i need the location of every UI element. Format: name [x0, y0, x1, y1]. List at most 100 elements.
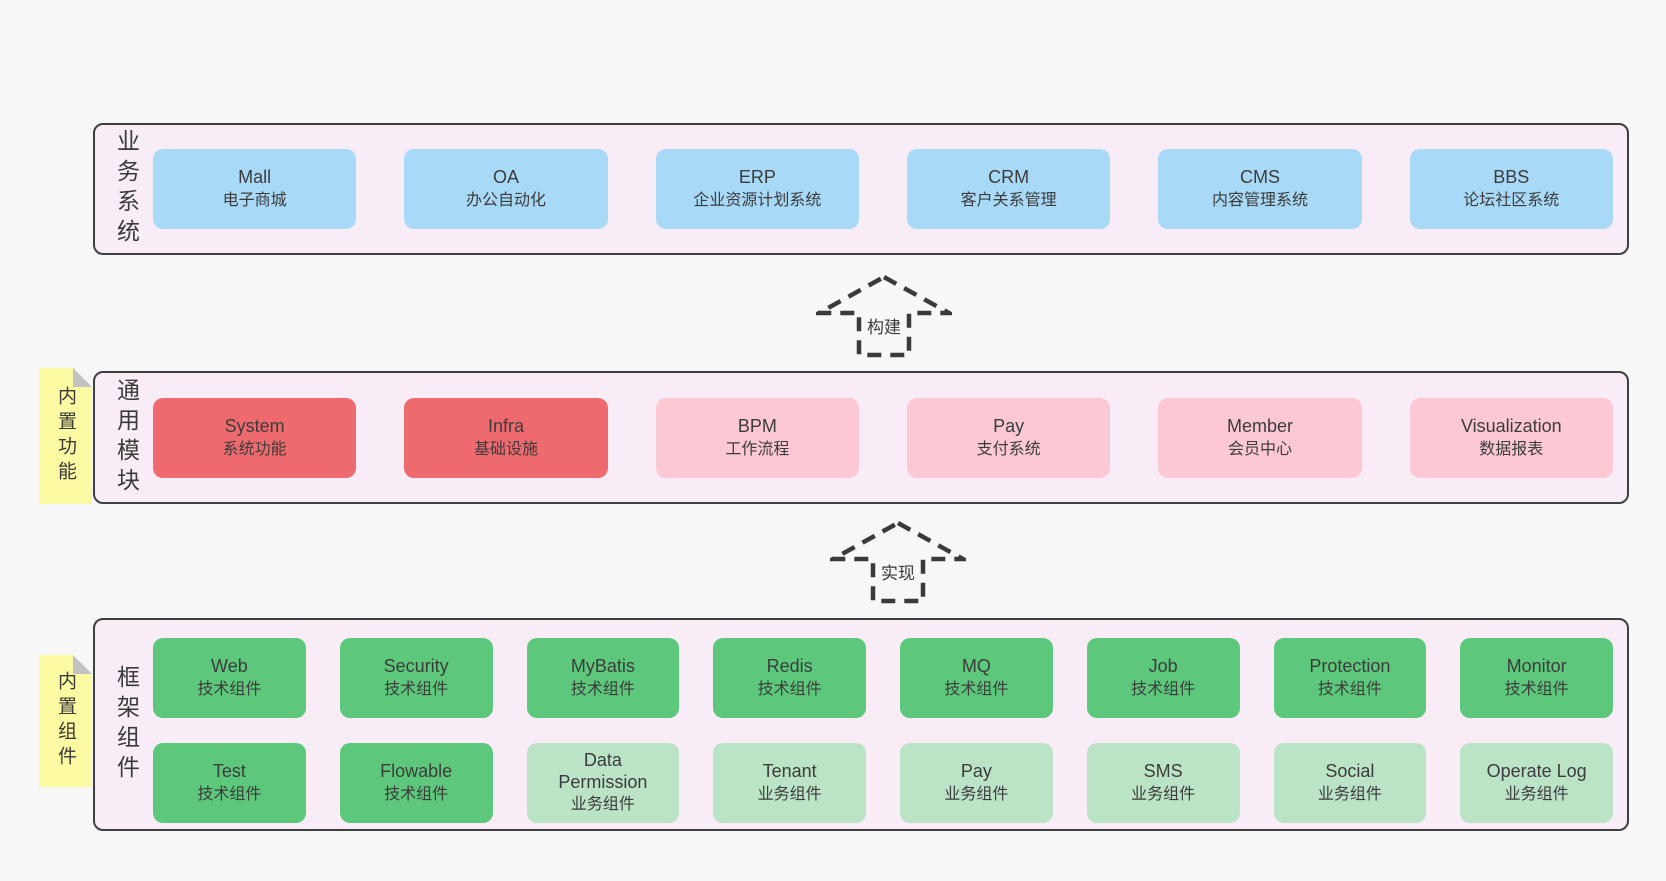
box-web: Web 技术组件	[153, 638, 306, 718]
panel-business-systems: 业务系统 Mall 电子商城 OA 办公自动化 ERP 企业资源计划系统 CRM…	[93, 123, 1629, 255]
sticky-tag-builtin-components: 内置组件	[39, 655, 92, 787]
box-subtitle: 办公自动化	[465, 192, 546, 209]
sticky-tag-label: 内置组件	[55, 671, 76, 771]
box-cms: CMS 内容管理系统	[1158, 149, 1362, 229]
box-title: Mall	[238, 167, 272, 187]
sticky-tag-builtin-features: 内置功能	[39, 368, 92, 504]
box-bbs: BBS 论坛社区系统	[1409, 149, 1613, 229]
box-social: Social 业务组件	[1273, 743, 1427, 823]
box-operate-log: Operate Log 业务组件	[1460, 743, 1613, 823]
box-bpm: BPM 工作流程	[655, 397, 859, 478]
box-subtitle: 技术组件	[197, 786, 262, 803]
box-subtitle: 技术组件	[1131, 681, 1196, 698]
box-title: OA	[492, 167, 519, 187]
box-title: Redis	[766, 656, 813, 676]
box-protection: Protection 技术组件	[1273, 638, 1427, 718]
arrow-implement-label: 实现	[878, 558, 918, 585]
box-title: BPM	[737, 415, 777, 436]
panel-label-common-modules: 通用模块	[113, 377, 140, 498]
box-title: Visualization	[1460, 415, 1562, 436]
box-monitor: Monitor 技术组件	[1460, 638, 1613, 718]
panel-label-framework-components: 框架组件	[113, 664, 140, 785]
box-subtitle: 支付系统	[976, 440, 1041, 458]
panel-framework-components: 框架组件 Web 技术组件 Security 技术组件 MyBatis 技术组件…	[93, 618, 1629, 831]
box-title: Protection	[1309, 656, 1391, 676]
box-subtitle: 内容管理系统	[1211, 192, 1308, 209]
box-pay-module: Pay 支付系统	[906, 397, 1111, 478]
box-crm: CRM 客户关系管理	[906, 149, 1111, 229]
box-data-permission: Data Permission 业务组件	[526, 743, 680, 823]
box-subtitle: 客户关系管理	[960, 192, 1057, 209]
box-erp: ERP 企业资源计划系统	[655, 149, 859, 229]
box-subtitle: 业务组件	[757, 786, 822, 803]
dashed-up-arrow-icon	[816, 274, 952, 358]
box-title: Operate Log	[1486, 761, 1587, 781]
box-title: Security	[383, 656, 449, 676]
box-title: Infra	[487, 415, 524, 436]
box-title: Pay	[993, 415, 1025, 436]
folded-corner-icon	[73, 655, 92, 674]
box-subtitle: 技术组件	[197, 681, 262, 698]
box-subtitle: 技术组件	[944, 681, 1009, 698]
arrow-implement: 实现	[830, 520, 966, 604]
box-subtitle: 业务组件	[570, 796, 635, 813]
box-tenant: Tenant 业务组件	[713, 743, 866, 823]
box-security: Security 技术组件	[339, 638, 493, 718]
folded-corner-icon	[73, 368, 92, 387]
box-subtitle: 企业资源计划系统	[693, 192, 822, 209]
box-subtitle: 技术组件	[1317, 681, 1382, 698]
box-oa: OA 办公自动化	[404, 149, 608, 229]
box-test: Test 技术组件	[153, 743, 306, 823]
box-subtitle: 业务组件	[1131, 786, 1196, 803]
box-title: Flowable	[380, 761, 453, 781]
box-title: Tenant	[762, 761, 817, 781]
box-subtitle: 系统功能	[222, 440, 287, 458]
box-system: System 系统功能	[153, 397, 357, 478]
biz-components-row: Test 技术组件 Flowable 技术组件 Data Permission …	[153, 743, 1613, 823]
box-job: Job 技术组件	[1086, 638, 1240, 718]
box-mall: Mall 电子商城	[153, 149, 357, 229]
box-subtitle: 技术组件	[570, 681, 635, 698]
box-title: MQ	[961, 656, 991, 676]
box-member: Member 会员中心	[1158, 397, 1362, 478]
box-subtitle: 技术组件	[757, 681, 822, 698]
dashed-up-arrow-icon	[830, 520, 966, 604]
box-title: Job	[1148, 656, 1178, 676]
box-subtitle: 电子商城	[222, 192, 287, 209]
box-title: BBS	[1493, 167, 1530, 187]
box-subtitle: 技术组件	[1504, 681, 1569, 698]
box-title: Web	[211, 656, 248, 676]
box-subtitle: 基础设施	[473, 440, 538, 458]
box-mq: MQ 技术组件	[900, 638, 1053, 718]
box-visualization: Visualization 数据报表	[1409, 397, 1613, 478]
box-title: Member	[1226, 415, 1293, 436]
box-subtitle: 业务组件	[1317, 786, 1382, 803]
framework-components-rows: Web 技术组件 Security 技术组件 MyBatis 技术组件 Redi…	[95, 618, 1627, 831]
box-title: Pay	[960, 761, 992, 781]
box-subtitle: 技术组件	[384, 681, 449, 698]
box-title: Monitor	[1506, 656, 1567, 676]
box-title: MyBatis	[570, 656, 635, 676]
sticky-tag-label: 内置功能	[55, 386, 76, 486]
box-subtitle: 业务组件	[1504, 786, 1569, 803]
box-title: CRM	[988, 167, 1030, 187]
box-title: System	[224, 415, 285, 436]
panel-common-modules: 通用模块 System 系统功能 Infra 基础设施 BPM 工作流程 Pay…	[93, 371, 1629, 504]
box-title: CMS	[1239, 167, 1280, 187]
box-mybatis: MyBatis 技术组件	[526, 638, 680, 718]
box-flowable: Flowable 技术组件	[339, 743, 493, 823]
box-title: Social	[1325, 761, 1375, 781]
box-title: SMS	[1143, 761, 1183, 781]
box-infra: Infra 基础设施	[404, 397, 608, 478]
panel-label-business-systems: 业务系统	[113, 129, 140, 249]
business-systems-row: Mall 电子商城 OA 办公自动化 ERP 企业资源计划系统 CRM 客户关系…	[95, 149, 1627, 229]
box-subtitle: 会员中心	[1227, 440, 1292, 458]
box-title: Data Permission	[558, 750, 648, 792]
box-pay-component: Pay 业务组件	[900, 743, 1053, 823]
box-redis: Redis 技术组件	[713, 638, 866, 718]
box-subtitle: 业务组件	[944, 786, 1009, 803]
box-subtitle: 工作流程	[725, 440, 790, 458]
arrow-build-label: 构建	[864, 312, 904, 339]
tech-components-row: Web 技术组件 Security 技术组件 MyBatis 技术组件 Redi…	[153, 638, 1613, 718]
